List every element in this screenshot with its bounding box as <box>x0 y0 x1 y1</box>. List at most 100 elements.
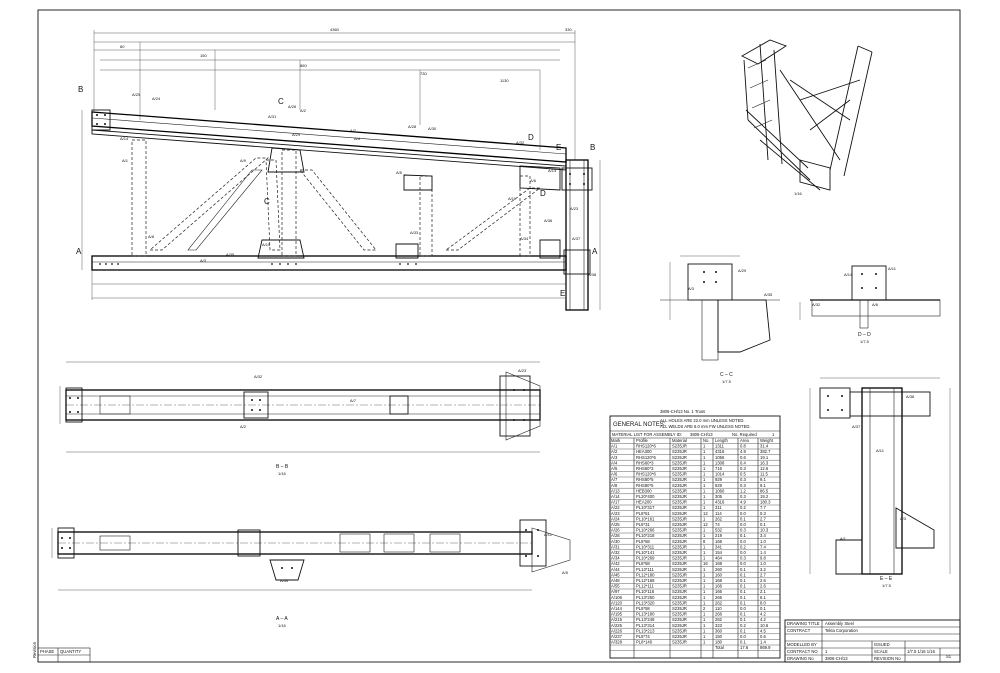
table-column-header: Mark <box>611 438 621 443</box>
table-cell: 219 <box>715 533 723 538</box>
table-cell: A/8 <box>611 483 618 488</box>
table-cell: S235JR <box>672 522 687 527</box>
table-cell: S235JR <box>672 483 687 488</box>
table-cell: A/3 <box>611 455 618 460</box>
table-cell: 3.2 <box>760 567 766 572</box>
table-cell: 110 <box>715 606 722 611</box>
table-cell: 0.0 <box>740 539 746 544</box>
part-tag: A/37 <box>852 424 861 429</box>
part-tag: A/11 <box>508 196 517 201</box>
table-cell: 19.2 <box>760 494 769 499</box>
part-tag: A/32 <box>812 302 821 307</box>
table-cell: A/17 <box>611 500 620 505</box>
table-cell: HEA300 <box>636 449 652 454</box>
table-cell: 2.7 <box>760 516 766 521</box>
table-cell: 16 <box>703 561 708 566</box>
table-cell: 311 <box>715 505 722 510</box>
table-cell: 1 <box>703 528 706 533</box>
table-cell: 464 <box>715 556 723 561</box>
table-cell: A/226 <box>611 628 623 633</box>
table-cell: 4.9 <box>740 449 746 454</box>
table-cell: PL10*161 <box>636 516 655 521</box>
view-dd-caption: D – D <box>858 332 871 338</box>
table-cell: 1 <box>703 612 706 617</box>
table-total-weight: 869.9 <box>760 645 771 650</box>
part-tag: A/29 <box>292 132 301 137</box>
table-cell: 4.5 <box>760 628 766 633</box>
table-cell: 1 <box>703 584 706 589</box>
table-cell: 1 <box>703 572 706 577</box>
table-cell: S235JR <box>672 449 687 454</box>
part-tag: A/32 <box>254 374 263 379</box>
part-tag: A/33 <box>410 230 419 235</box>
table-cell: HEA200 <box>636 500 652 505</box>
table-cell: 1060 <box>715 488 725 493</box>
part-tag: A/3 <box>688 286 695 291</box>
table-cell: 0.3 <box>740 483 746 488</box>
table-cell: 8 <box>703 539 706 544</box>
table-cell: 4.2 <box>760 612 766 617</box>
table-cell: 4316 <box>715 449 725 454</box>
part-tag: A/2 <box>300 108 307 113</box>
part-tag: A/5 <box>562 570 569 575</box>
table-cell: RHS80*5 <box>636 477 654 482</box>
table-cell: 2 <box>703 606 706 611</box>
quantity-label: QUANTITY <box>60 649 81 654</box>
table-cell: 180 <box>715 640 723 645</box>
part-tag: A/15 <box>262 242 271 247</box>
table-cell: PL13*250 <box>636 595 655 600</box>
table-cell: 1 <box>703 595 706 600</box>
section-aa-view: A/34 A/11 A/5 A – A 1/16 <box>51 519 571 628</box>
table-cell: 1 <box>703 533 706 538</box>
part-tag: A/32 <box>516 140 525 145</box>
table-cell: PL10*218 <box>636 533 655 538</box>
table-cell: A/97 <box>611 589 620 594</box>
dim-a: 80 <box>120 44 125 49</box>
material-list-title: MATERIAL LIST FOR ASSEMBLY ID: <box>612 432 682 437</box>
table-cell: 1 <box>703 483 706 488</box>
table-cell: 4.9 <box>740 500 746 505</box>
table-cell: 1 <box>703 500 706 505</box>
table-cell: 31.4 <box>760 444 769 449</box>
table-cell: S235JR <box>672 460 687 465</box>
table-cell: 1 <box>703 449 706 454</box>
material-list-id: 3806-CH/13 <box>690 432 713 437</box>
table-cell: 0.1 <box>740 612 746 617</box>
table-cell: 1308 <box>715 460 725 465</box>
table-cell: S235JR <box>672 628 687 633</box>
isometric-view: 1/16 <box>741 39 873 196</box>
bottom-chord <box>91 255 567 271</box>
part-tag: A/3 <box>200 258 207 263</box>
table-cell: 0.1 <box>760 606 766 611</box>
table-cell: 10.6 <box>760 623 769 628</box>
table-cell: PL13*213 <box>636 628 655 633</box>
table-cell: 323 <box>715 623 723 628</box>
table-cell: 114 <box>715 511 722 516</box>
note-holes: ALL HOLES ARE 22.0 mm UNLESS NOTED. <box>660 418 745 423</box>
table-cell: A/24 <box>611 516 620 521</box>
table-cell: A/195 <box>611 612 623 617</box>
table-cell: S235JR <box>672 550 687 555</box>
table-total-area: 17.6 <box>740 645 749 650</box>
table-cell: 166 <box>715 589 723 594</box>
section-mark-b-right: B <box>590 143 595 152</box>
section-mark-a-right: A <box>592 247 598 256</box>
table-cell: 0.6 <box>760 634 766 639</box>
material-list-table: 3806-CH/13 No. 1 Truss GENERAL NOTES: AL… <box>609 409 781 659</box>
table-cell: A/225 <box>611 623 623 628</box>
table-cell: 382.7 <box>760 449 771 454</box>
table-cell: S235JR <box>672 528 687 533</box>
view-cc-caption: C – C <box>720 372 733 378</box>
table-cell: PL10*317 <box>636 505 655 510</box>
dim-e: 1130 <box>500 78 509 83</box>
table-column-header: Material <box>672 438 687 443</box>
